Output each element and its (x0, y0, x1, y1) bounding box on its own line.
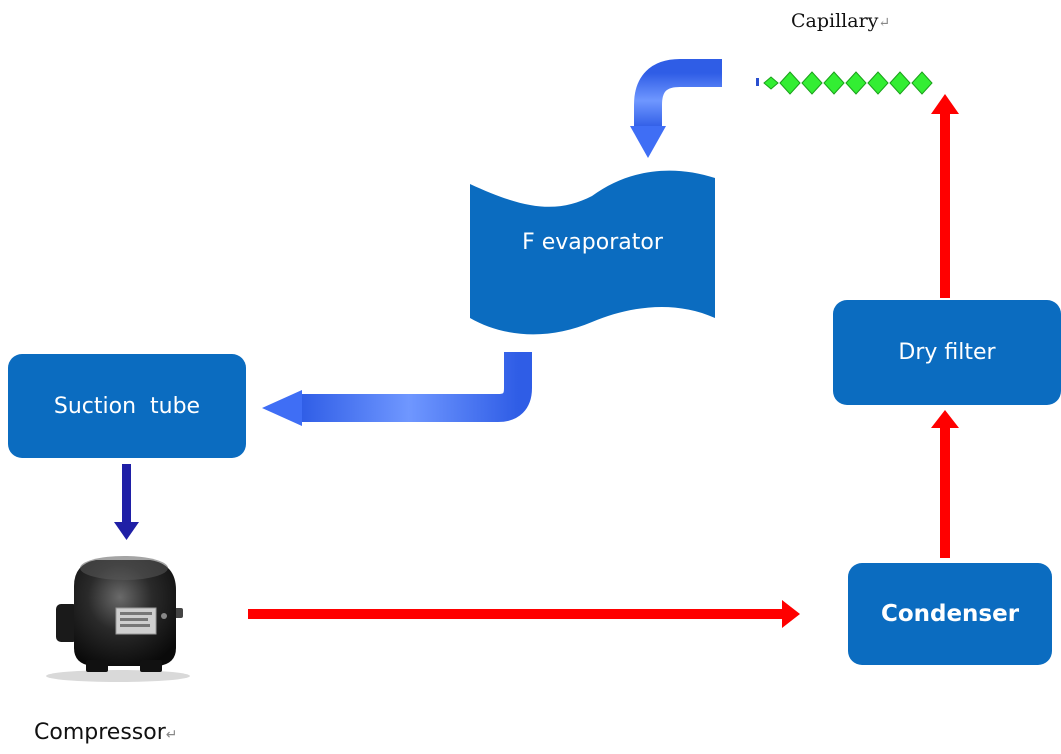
dry-filter-box: Dry filter (833, 300, 1061, 405)
dryfilter-to-capillary-arrow (931, 94, 959, 298)
evaporator-label: F evaporator (522, 230, 663, 255)
compressor-icon (46, 556, 190, 682)
capillary-label: Capillary (791, 10, 879, 32)
capillary-to-evaporator-pipe (630, 59, 722, 158)
evaporator-to-suction-pipe (262, 352, 532, 426)
capillary-return-mark: ↵ (878, 15, 891, 31)
suction-tube-label: Suction tube (53, 393, 201, 419)
suction-tube-box: Suction tube (8, 354, 246, 458)
compressor-to-condenser-arrow (248, 600, 800, 628)
evaporator-shape (470, 170, 715, 335)
suction-to-compressor-arrow (114, 464, 139, 540)
capillary-caption: Capillary↵ (791, 10, 890, 32)
condenser-label: Condenser (880, 601, 1020, 627)
capillary-coil-icon (756, 71, 933, 95)
condenser-box: Condenser (848, 563, 1052, 665)
dry-filter-label: Dry filter (898, 340, 996, 365)
compressor-caption: Compressor↵ (34, 720, 177, 745)
compressor-return-mark: ↵ (165, 727, 178, 743)
compressor-label: Compressor (34, 720, 166, 745)
condenser-to-dryfilter-arrow (931, 410, 959, 558)
